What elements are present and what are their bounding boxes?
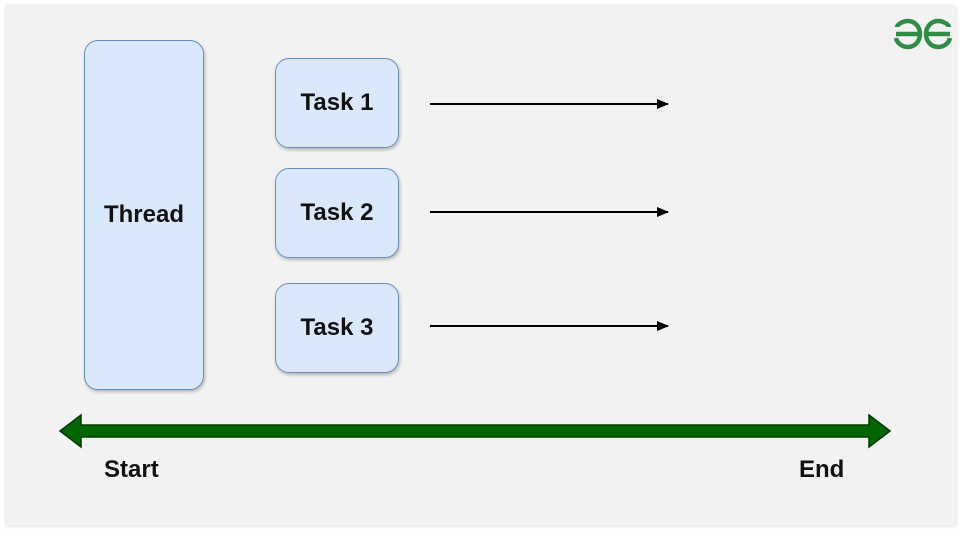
task-3-label: Task 3 [300, 314, 374, 341]
task-1-label: Task 1 [300, 89, 374, 116]
thread-box: Thread [84, 40, 204, 390]
gfg-logo-icon [893, 18, 953, 50]
start-label: Start [104, 456, 159, 483]
end-label: End [799, 456, 845, 483]
task-3-box: Task 3 [275, 283, 399, 373]
task-2-box: Task 2 [275, 168, 399, 258]
task-1-box: Task 1 [275, 58, 399, 148]
timeline-arrow [58, 413, 892, 449]
task-2-label: Task 2 [300, 199, 374, 226]
thread-label: Thread [103, 201, 184, 228]
